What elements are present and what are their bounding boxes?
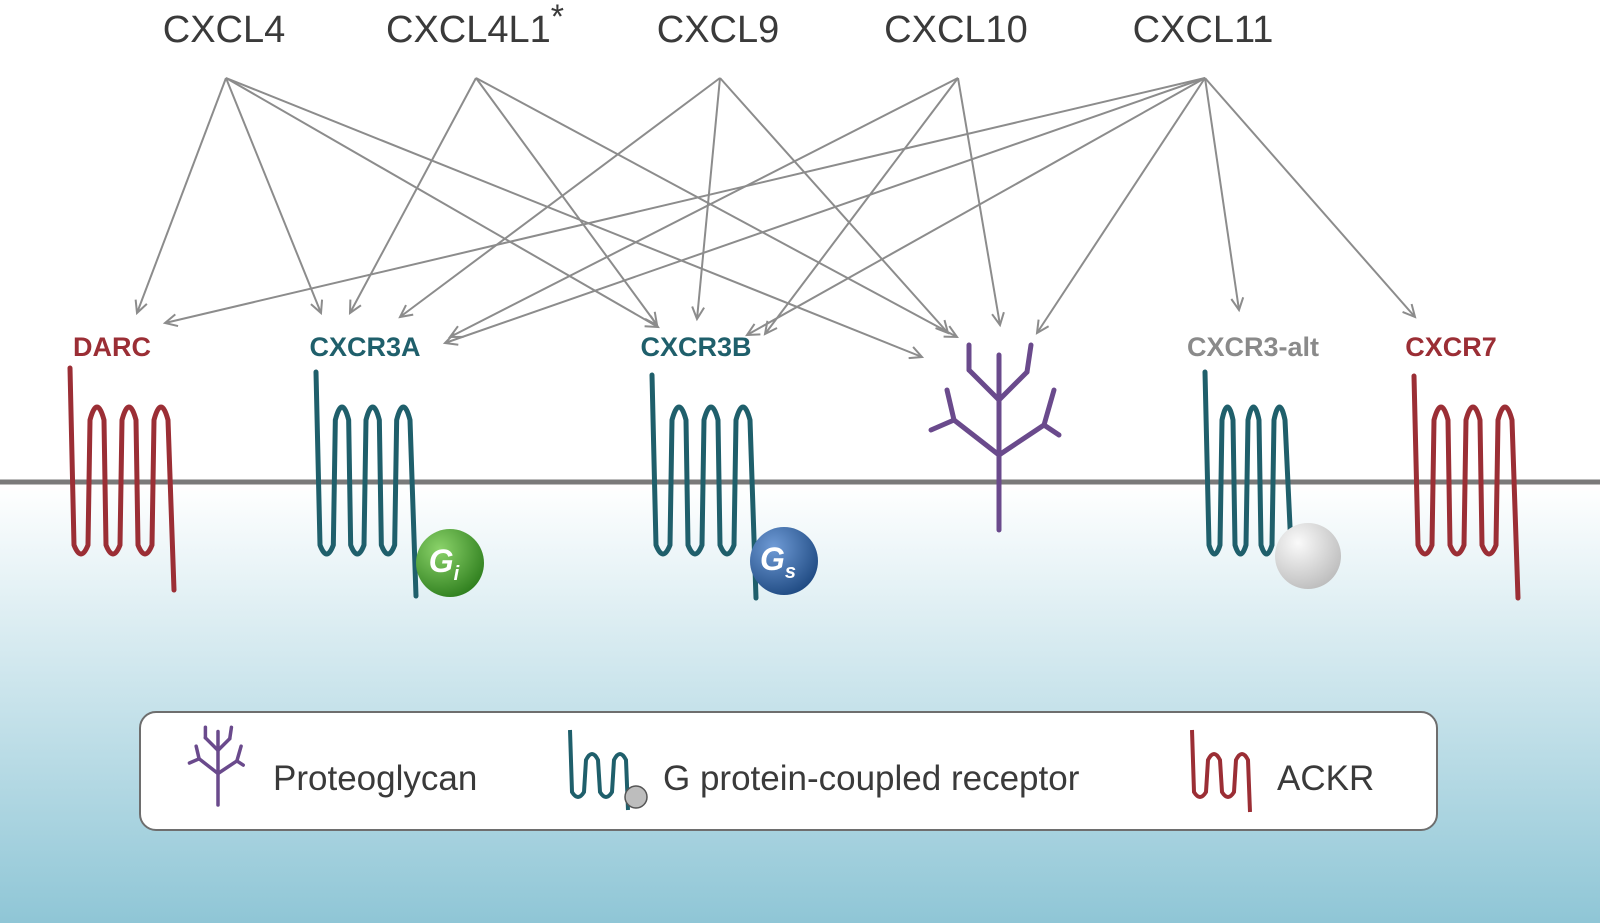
arrow-cxcl4l1-to-proteoglycan xyxy=(475,77,959,339)
legend-gpcr-coupled-protein-icon xyxy=(624,785,648,809)
ligand-labels: CXCL4 CXCL4L1* CXCL9 CXCL10 CXCL11 xyxy=(163,0,1274,51)
g-proteins: Gi Gs xyxy=(416,523,1341,597)
ligand-cxcl4l1-asterisk: * xyxy=(551,0,564,36)
arrow-cxcl11-to-cxcr3b xyxy=(745,77,1206,337)
receptor-label-darc: DARC xyxy=(73,332,151,362)
arrow-cxcl11-to-darc xyxy=(162,77,1206,328)
arrow-cxcl4-to-proteoglycan xyxy=(225,77,925,360)
arrow-cxcl10-to-proteoglycan xyxy=(957,77,1005,328)
ligand-cxcl9: CXCL9 xyxy=(657,9,780,51)
receptor-cxcr7 xyxy=(1411,373,1521,601)
arrow-cxcl11-to-cxcr7 xyxy=(1204,77,1417,319)
arrow-cxcl11-to-cxcr3alt xyxy=(1204,77,1245,313)
receptor-shapes xyxy=(67,342,1521,601)
legend-label-ackr: ACKR xyxy=(1277,759,1374,798)
arrow-cxcl10-to-cxcr3b xyxy=(763,77,959,336)
gs-protein: Gs xyxy=(750,527,818,595)
receptor-label-cxcr3b: CXCR3B xyxy=(640,332,751,362)
gi-protein: Gi xyxy=(416,529,484,597)
svg-text:Gs: Gs xyxy=(760,541,796,583)
legend-gpcr-icon xyxy=(568,729,630,811)
arrow-cxcl11-to-proteoglycan xyxy=(1035,77,1206,335)
ligand-cxcl10: CXCL10 xyxy=(884,9,1028,51)
receptor-label-cxcr7: CXCR7 xyxy=(1405,332,1497,362)
arrow-cxcl4-to-cxcr3b xyxy=(225,77,660,329)
interaction-arrows xyxy=(134,77,1417,360)
arrow-cxcl9-to-proteoglycan xyxy=(719,77,950,335)
arrow-cxcl11-to-cxcr3a xyxy=(442,77,1206,346)
ligand-cxcl4l1: CXCL4L1* xyxy=(386,0,564,51)
arrow-cxcl4-to-cxcr3a xyxy=(225,77,324,316)
legend-icons xyxy=(187,725,1252,813)
arrow-cxcl4-to-darc xyxy=(134,77,227,316)
receptor-label-cxcr3alt: CXCR3-alt xyxy=(1187,332,1319,362)
ligand-cxcl11: CXCL11 xyxy=(1133,9,1274,51)
svg-text:Gi: Gi xyxy=(429,543,460,585)
receptor-cxcr3b xyxy=(649,372,759,601)
arrow-cxcl4l1-to-cxcr3a xyxy=(348,77,477,315)
receptor-cxcr3alt xyxy=(1202,369,1294,557)
legend-ackr-icon xyxy=(1190,729,1252,813)
legend-label-proteoglycan: Proteoglycan xyxy=(273,759,477,798)
ligand-cxcl4: CXCL4 xyxy=(163,9,286,51)
receptor-darc xyxy=(67,365,177,593)
arrow-cxcl10-to-cxcr3a xyxy=(448,77,959,339)
receptor-proteoglycan xyxy=(928,342,1062,533)
legend: Proteoglycan G protein-coupled receptor … xyxy=(139,711,1438,831)
legend-proteoglycan-icon xyxy=(187,725,245,807)
legend-box xyxy=(139,711,1438,831)
receptor-cxcr3a xyxy=(313,369,419,599)
cxcr3alt-coupled-protein xyxy=(1275,523,1341,589)
arrow-cxcl9-to-cxcr3a xyxy=(398,77,721,319)
receptor-label-cxcr3a: CXCR3A xyxy=(309,332,420,362)
arrow-cxcl9-to-cxcr3b xyxy=(691,77,721,322)
legend-label-gpcr: G protein-coupled receptor xyxy=(663,759,1080,798)
receptor-labels: DARC CXCR3A CXCR3B CXCR3-alt CXCR7 xyxy=(73,332,1497,362)
arrow-cxcl4l1-to-cxcr3b xyxy=(475,77,659,327)
